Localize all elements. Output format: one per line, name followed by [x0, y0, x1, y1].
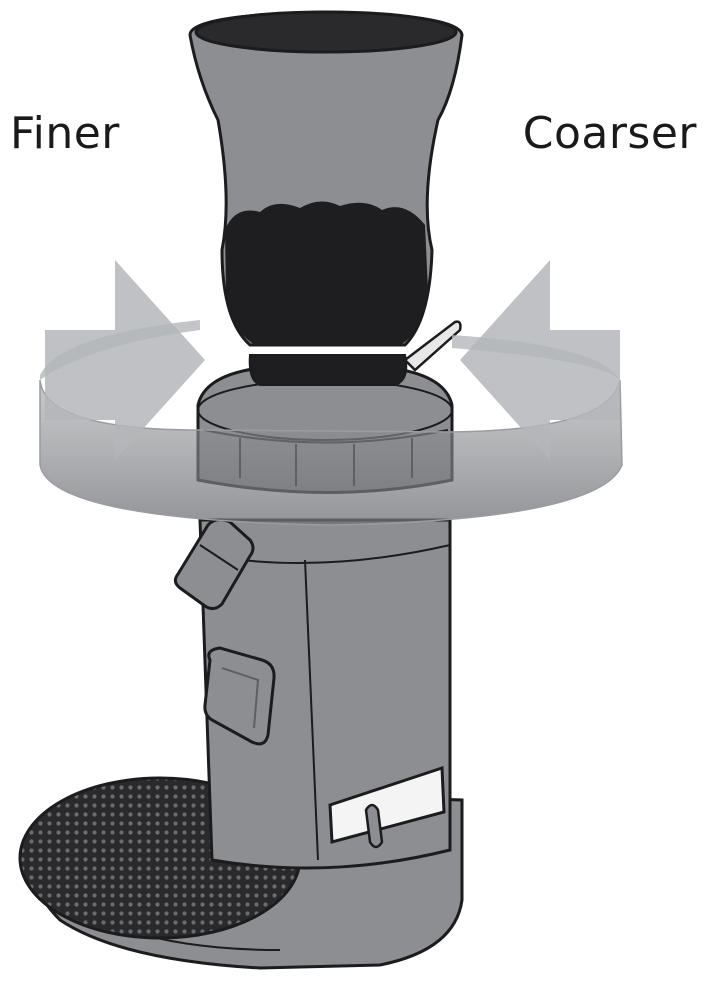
coarser-label: Coarser	[523, 104, 697, 164]
finer-label: Finer	[10, 104, 120, 164]
coffee-beans	[225, 201, 428, 385]
